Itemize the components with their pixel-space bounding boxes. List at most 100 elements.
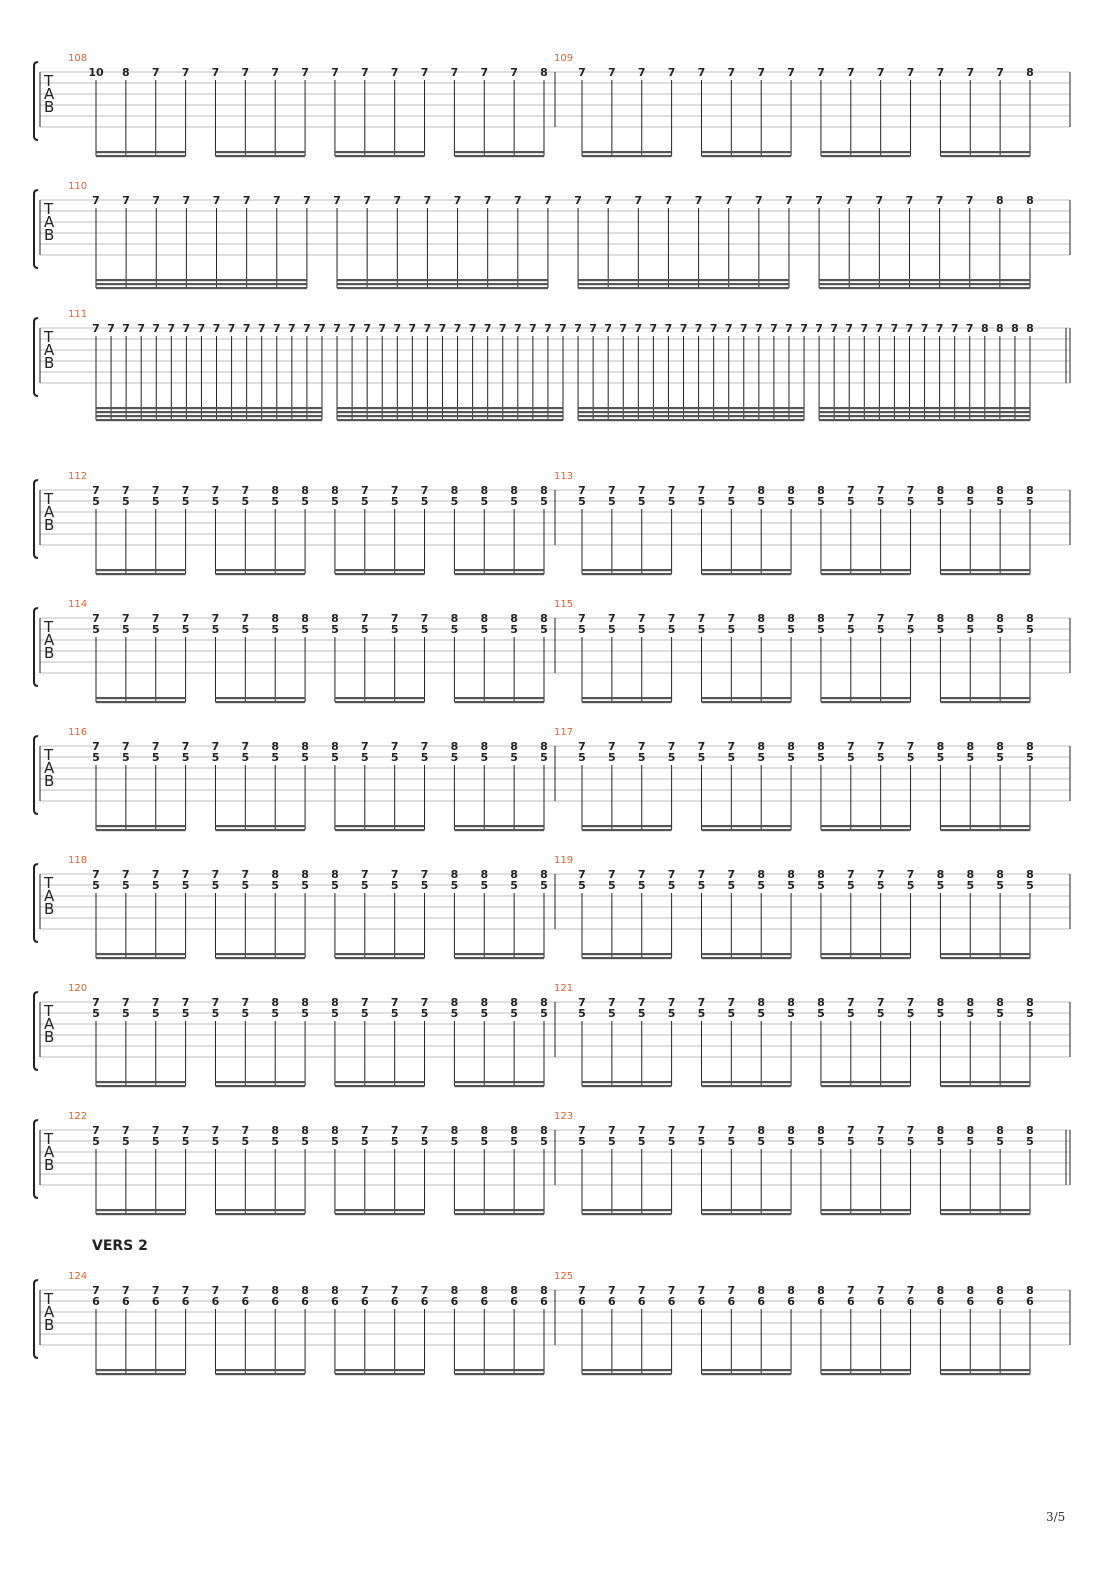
fret-number: 5 — [152, 623, 160, 636]
measure-number: 115 — [554, 599, 573, 610]
beam — [337, 279, 548, 282]
fret-number: 7 — [107, 322, 115, 335]
fret-number: 7 — [966, 322, 974, 335]
fret-number: 5 — [391, 1007, 399, 1020]
fret-number: 8 — [996, 1284, 1004, 1297]
fret-number: 5 — [182, 495, 190, 508]
fret-number: 7 — [785, 194, 793, 207]
fret-number: 7 — [152, 868, 160, 881]
beam — [454, 825, 544, 828]
fret-number: 7 — [122, 740, 130, 753]
fret-number: 8 — [981, 322, 989, 335]
fret-number: 7 — [638, 1124, 646, 1137]
beam — [454, 953, 544, 956]
fret-number: 7 — [728, 484, 736, 497]
fret-number: 8 — [1026, 1284, 1034, 1297]
fret-number: 5 — [907, 623, 915, 636]
fret-number: 5 — [331, 1135, 339, 1148]
fret-number: 5 — [1026, 1007, 1034, 1020]
fret-number: 5 — [92, 495, 100, 508]
tab-clef-letter: T — [43, 1002, 54, 1020]
fret-number: 5 — [152, 1007, 160, 1020]
tab-clef-letter: T — [43, 490, 54, 508]
fret-number: 8 — [1026, 322, 1034, 335]
fret-number: 8 — [271, 612, 279, 625]
fret-number: 5 — [668, 1007, 676, 1020]
beam — [940, 1085, 1030, 1088]
fret-number: 7 — [439, 322, 447, 335]
measure-number: 125 — [554, 1271, 573, 1282]
fret-number: 7 — [421, 66, 429, 79]
beam — [334, 825, 425, 828]
fret-number: 5 — [638, 1007, 646, 1020]
fret-number: 5 — [937, 495, 945, 508]
beam — [701, 1373, 792, 1376]
beam — [334, 1209, 425, 1212]
fret-number: 5 — [331, 495, 339, 508]
fret-number: 10 — [88, 66, 104, 79]
beam — [578, 283, 789, 286]
fret-number: 5 — [271, 751, 279, 764]
fret-number: 7 — [122, 484, 130, 497]
beam — [582, 151, 672, 154]
section-label: VERS 2 — [92, 1238, 148, 1254]
fret-number: 7 — [242, 612, 250, 625]
fret-number: 7 — [770, 322, 778, 335]
fret-number: 7 — [92, 612, 100, 625]
fret-number: 7 — [608, 66, 616, 79]
fret-number: 8 — [540, 66, 548, 79]
fret-number: 7 — [574, 194, 582, 207]
fret-number: 7 — [242, 868, 250, 881]
page-number: 3/5 — [1046, 1510, 1066, 1524]
fret-number: 7 — [182, 1124, 190, 1137]
fret-number: 7 — [695, 194, 703, 207]
tab-clef-letter: A — [44, 85, 55, 103]
beam — [701, 1081, 792, 1084]
fret-number: 7 — [378, 322, 386, 335]
fret-number: 6 — [540, 1295, 548, 1308]
beam — [454, 1085, 544, 1088]
fret-number: 8 — [451, 484, 459, 497]
beam — [454, 697, 544, 700]
fret-number: 7 — [212, 868, 220, 881]
fret-number: 7 — [728, 868, 736, 881]
fret-number: 5 — [510, 1135, 518, 1148]
fret-number: 5 — [301, 751, 309, 764]
tab-system-svg: TAB1127575757575758585857575758585858511… — [33, 471, 1071, 576]
beam — [334, 1085, 425, 1088]
fret-number: 7 — [559, 322, 567, 335]
fret-number: 5 — [787, 495, 795, 508]
fret-number: 7 — [668, 996, 676, 1009]
measure-number: 120 — [68, 983, 87, 994]
beam — [215, 1369, 306, 1372]
fret-number: 7 — [608, 1124, 616, 1137]
fret-number: 7 — [544, 322, 552, 335]
fret-number: 7 — [638, 484, 646, 497]
beam — [701, 829, 792, 832]
beam — [96, 415, 322, 418]
fret-number: 6 — [480, 1295, 488, 1308]
fret-number: 6 — [847, 1295, 855, 1308]
beam — [96, 953, 186, 956]
fret-number: 7 — [92, 1284, 100, 1297]
fret-number: 5 — [510, 751, 518, 764]
tab-clef-letter: A — [44, 631, 55, 649]
fret-number: 7 — [668, 612, 676, 625]
fret-number: 5 — [331, 751, 339, 764]
fret-number: 7 — [638, 868, 646, 881]
fret-number: 5 — [608, 1007, 616, 1020]
fret-number: 5 — [212, 495, 220, 508]
fret-number: 7 — [728, 612, 736, 625]
beam — [334, 573, 425, 576]
fret-number: 5 — [817, 495, 825, 508]
beam — [96, 697, 186, 700]
tab-system-svg: TAB1227575757575758585857575758585858512… — [33, 1111, 1071, 1216]
beam — [820, 155, 911, 158]
fret-number: 5 — [212, 879, 220, 892]
fret-number: 5 — [638, 623, 646, 636]
tab-clef-letter: B — [44, 1156, 54, 1174]
fret-number: 8 — [480, 1124, 488, 1137]
beam — [940, 957, 1030, 960]
fret-number: 7 — [243, 322, 251, 335]
